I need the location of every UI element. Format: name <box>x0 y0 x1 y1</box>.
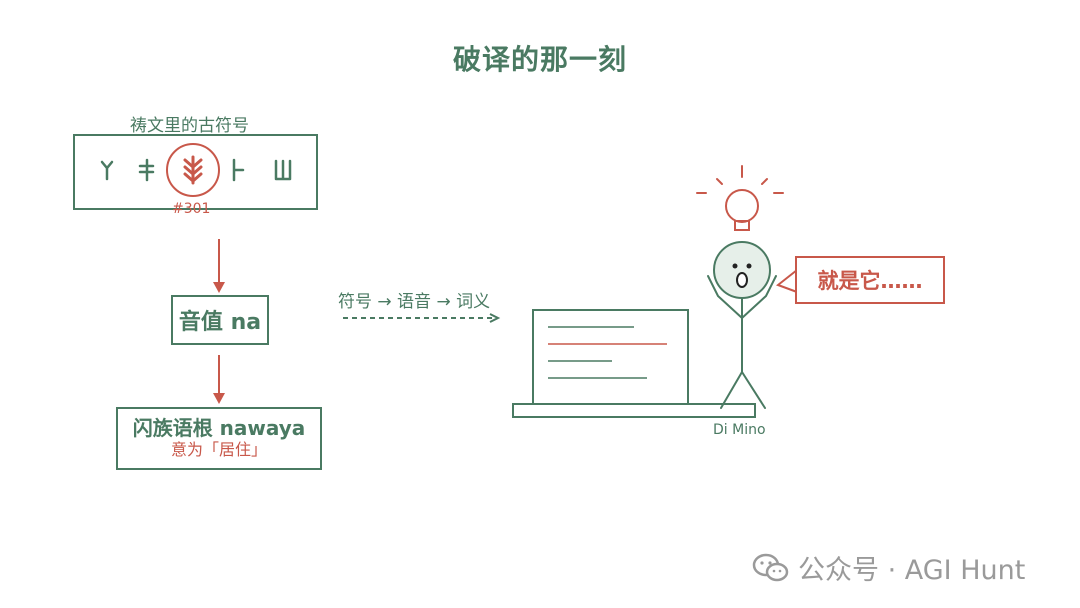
glyph-5 <box>274 159 292 181</box>
wechat-icon <box>752 553 789 581</box>
inscription-caption: 祷文里的古符号 <box>130 116 249 136</box>
glyph-1 <box>100 160 114 181</box>
face <box>732 263 752 288</box>
stick-figure <box>707 241 777 409</box>
root-meaning: 意为「居住」 <box>170 440 267 459</box>
pipeline-arrow <box>343 313 501 323</box>
laptop-base <box>512 403 756 418</box>
laptop-screen <box>532 309 689 405</box>
watermark: 公众号 · AGI Hunt <box>752 548 1025 587</box>
root-label: 闪族语根 nawaya <box>132 416 306 440</box>
speech-pointer <box>775 269 798 293</box>
inscription-box <box>73 134 318 210</box>
phonetic-value: 音值 na <box>178 310 262 335</box>
speech-bubble: 就是它…… <box>795 256 945 304</box>
phonetic-box <box>171 295 269 345</box>
lightbulb-icon <box>696 165 784 231</box>
arrow-down-1 <box>213 239 225 293</box>
root-box <box>116 407 322 470</box>
arrow-down-2 <box>213 355 225 404</box>
glyph-number-label: #301 <box>172 201 211 217</box>
highlight-circle <box>166 143 220 197</box>
screen-lines <box>548 326 667 379</box>
glyph-4 <box>232 158 245 182</box>
person-name: Di Mino <box>713 422 766 438</box>
root-box-content: 闪族语根 nawaya 意为「居住」 <box>117 408 321 469</box>
pipeline-label: 符号 → 语音 → 词义 <box>338 292 491 312</box>
glyph-highlighted <box>183 155 203 185</box>
glyph-2 <box>138 158 155 182</box>
page-title: 破译的那一刻 <box>452 43 627 76</box>
watermark-text: 公众号 · AGI Hunt <box>798 555 1026 586</box>
